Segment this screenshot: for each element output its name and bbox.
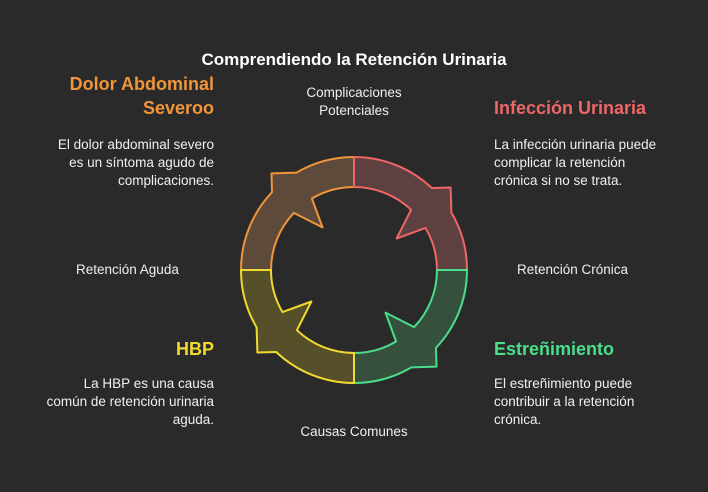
heading-dolor-abdominal: Dolor Abdominal Severoo [69,74,214,118]
segment-bottom-right [353,269,469,385]
segment-top-right [353,155,469,271]
axis-label-bottom: Causas Comunes [300,424,408,439]
axis-label-left: Retención Aguda [76,262,179,277]
segment-bottom-left [239,269,355,385]
heading-estrenimiento: Estreñimiento [494,339,615,359]
desc-infeccion-urinaria: La infección urinaria puede complicar la… [494,137,657,188]
heading-infeccion-urinaria: Infección Urinaria [494,98,647,118]
page-title: Comprendiendo la Retención Urinaria [201,50,507,69]
segment-top-left [239,155,355,271]
axis-label-right: Retención Crónica [517,262,629,277]
axis-label-top: Complicaciones Potenciales [306,85,402,118]
heading-hbp: HBP [175,339,214,359]
desc-hbp: La HBP es una causa común de retención u… [46,376,214,427]
desc-estrenimiento: El estreñimiento puede contribuir a la r… [494,376,635,427]
desc-dolor-abdominal: El dolor abdominal severo es un síntoma … [57,137,214,188]
